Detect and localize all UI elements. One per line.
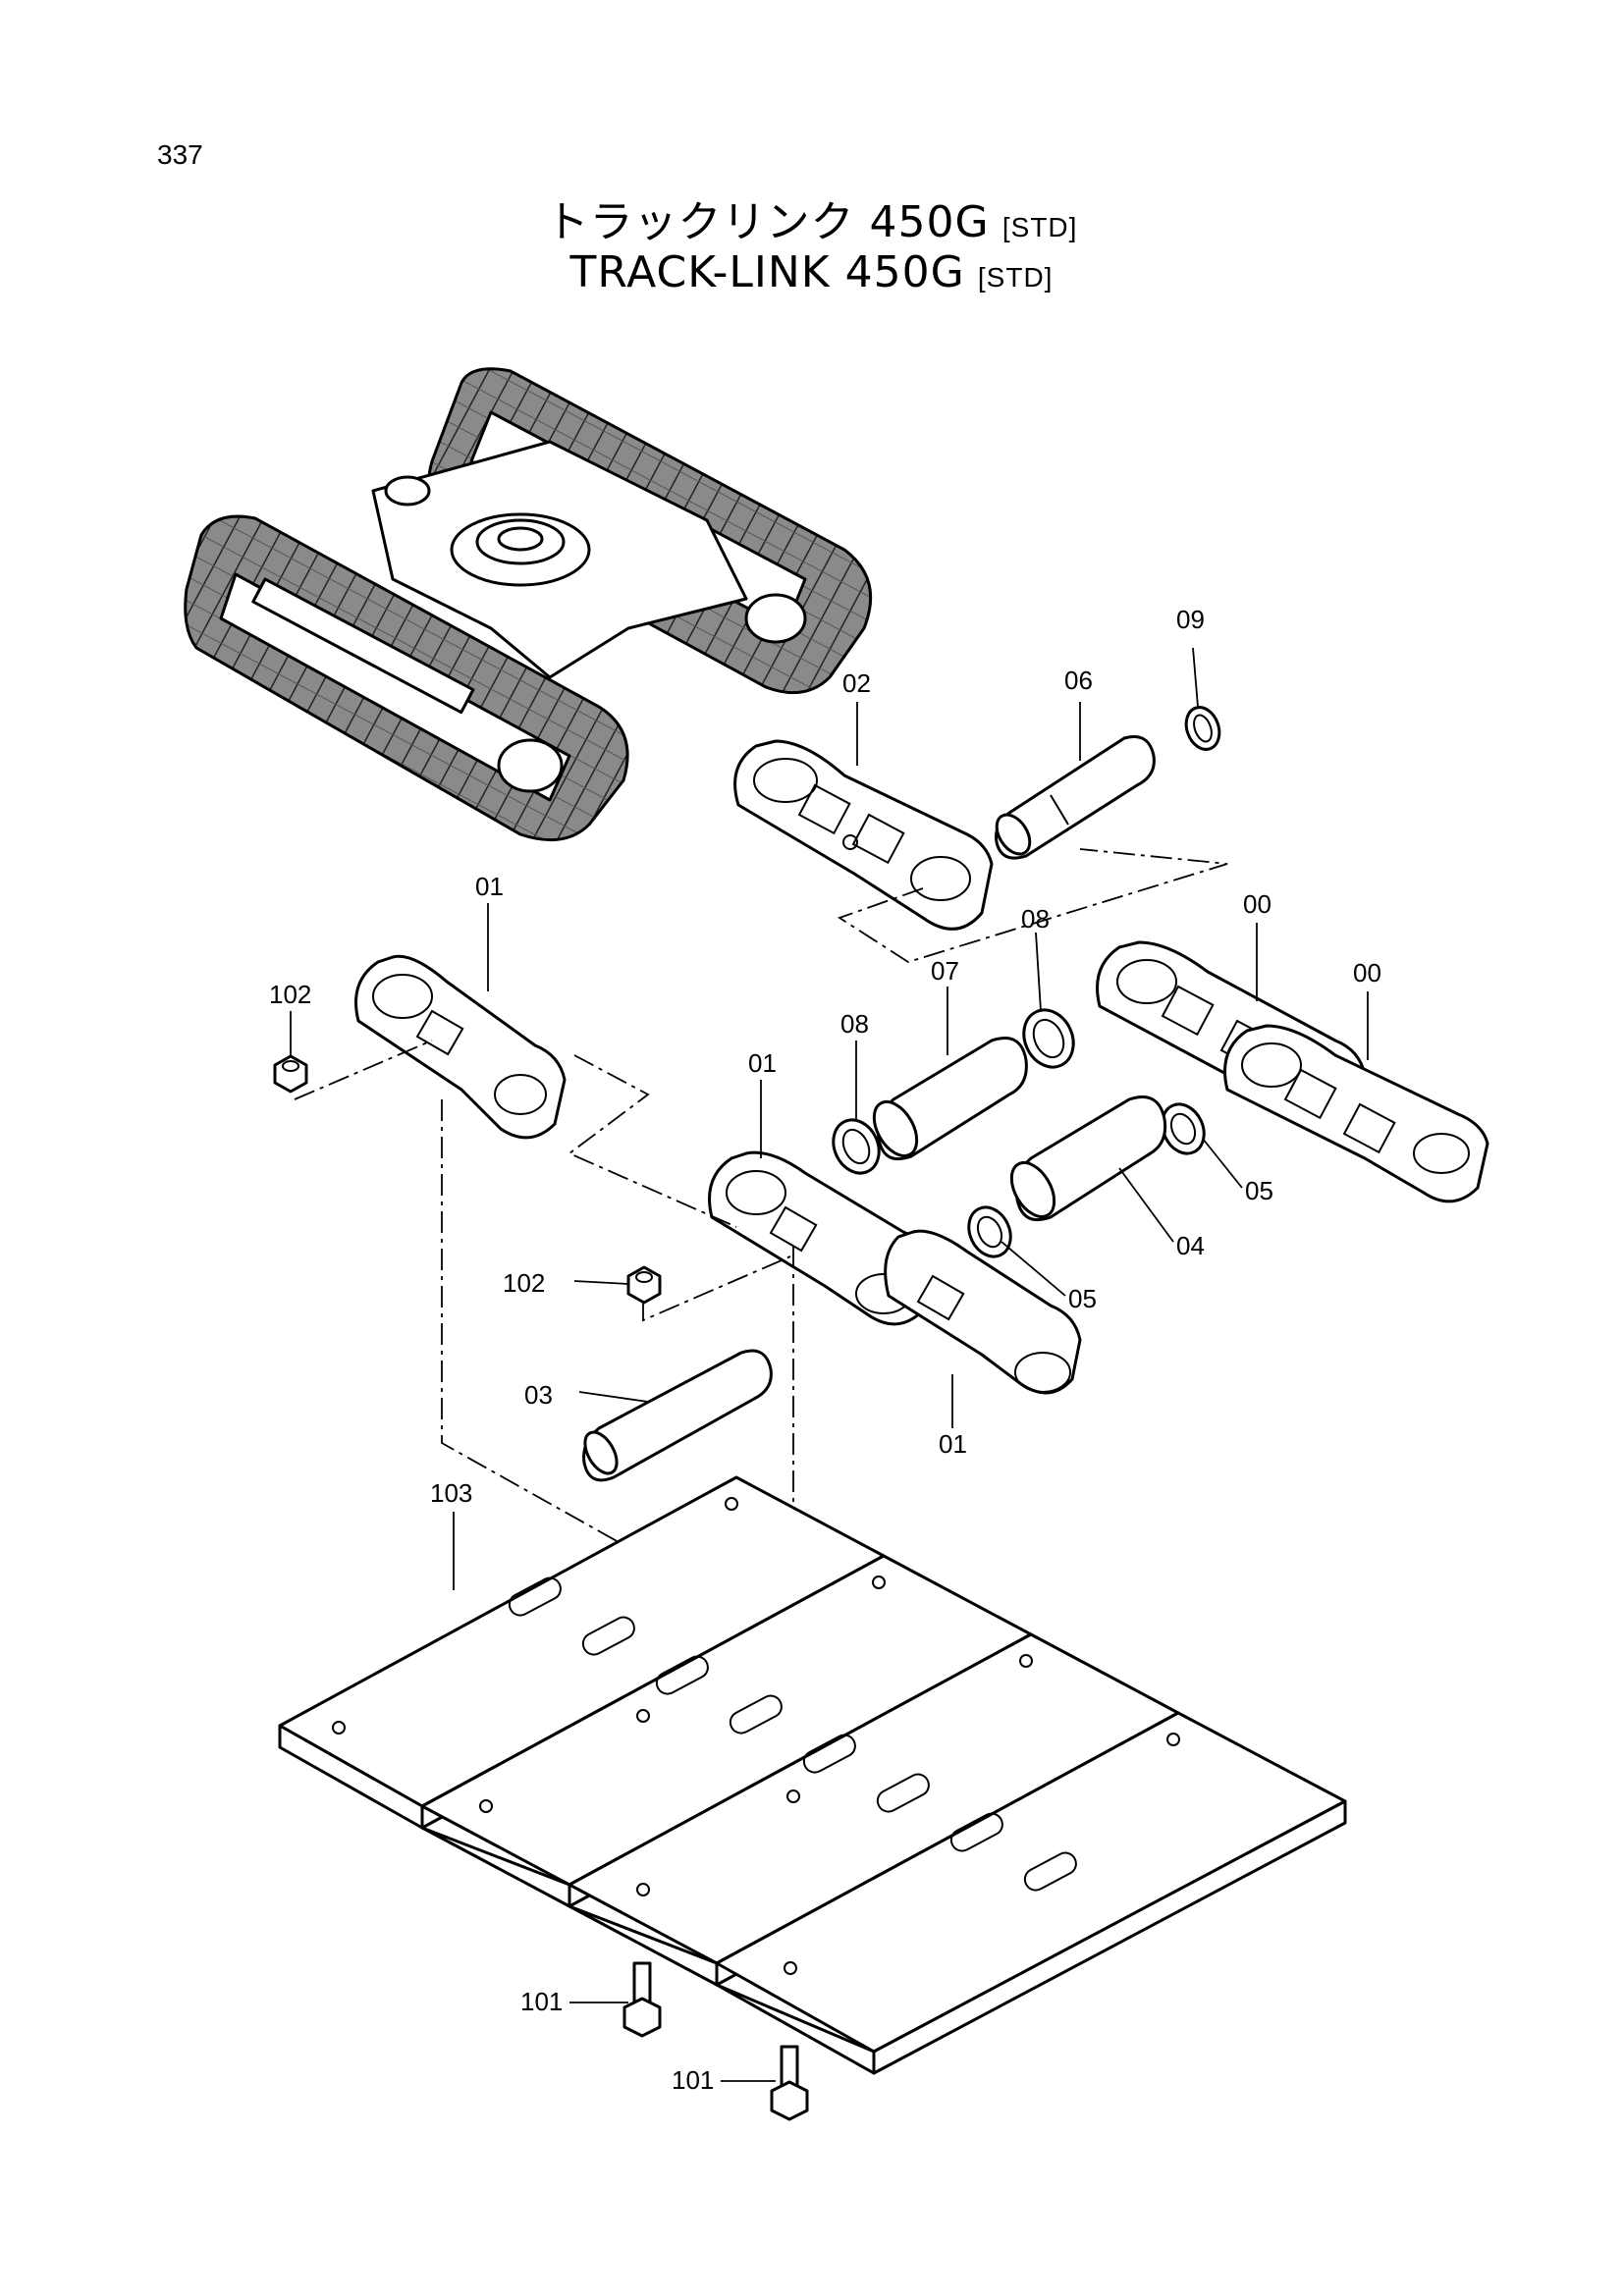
callout-02: 02 (842, 668, 871, 698)
part-01-link-lower (884, 1229, 1082, 1395)
callout-101-upper: 101 (520, 1987, 563, 2016)
part-103-track-shoe-4 (715, 1711, 1347, 2075)
part-05-seal-lower (967, 1205, 1012, 1258)
title-english-main: TRACK-LINK 450G (569, 247, 965, 297)
callout-102-left: 102 (269, 980, 311, 1009)
part-101-bolt-lower (770, 2045, 809, 2121)
callout-05-upper: 05 (1245, 1176, 1273, 1205)
callout-01-lower: 01 (939, 1429, 967, 1459)
track-shoe-slots (332, 1497, 1180, 1975)
leader-lines (290, 647, 1369, 2082)
callout-07: 07 (931, 956, 959, 986)
callout-103: 103 (430, 1478, 472, 1508)
callout-08-upper: 08 (1021, 904, 1050, 934)
callout-06: 06 (1064, 666, 1093, 695)
callout-04: 04 (1176, 1231, 1205, 1260)
callout-00-left: 00 (1243, 889, 1271, 919)
callout-03: 03 (524, 1380, 553, 1410)
callout-01-center: 01 (748, 1048, 777, 1078)
part-08-seal-upper (1022, 1008, 1075, 1069)
part-00-link-assembly-right (1223, 1024, 1489, 1203)
undercarriage-overview (184, 367, 873, 842)
part-06-pin-upper (995, 735, 1156, 860)
part-02-link-upper (733, 739, 994, 931)
title-japanese-main: トラックリンク 450G (545, 197, 990, 247)
part-05-seal-upper (1161, 1102, 1206, 1155)
callout-101-lower: 101 (672, 2065, 714, 2095)
page-number: 337 (157, 139, 203, 170)
part-01-link-upper-left (354, 954, 567, 1140)
title-japanese: トラックリンク 450G [STD] (0, 187, 1623, 249)
callout-labels: 09 06 02 01 102 00 00 08 07 08 01 05 04 … (269, 605, 1381, 2095)
part-04-bushing (1009, 1095, 1167, 1222)
part-102-nut-left (273, 1054, 308, 1094)
part-03-pin-lower (582, 1349, 773, 1482)
part-08-seal-lower (832, 1118, 881, 1175)
callout-09: 09 (1176, 605, 1205, 634)
callout-08-lower: 08 (840, 1009, 869, 1039)
title-english: TRACK-LINK 450G [STD] (0, 247, 1623, 297)
title-japanese-suffix: [STD] (1001, 212, 1078, 242)
callout-01-upper-left: 01 (475, 872, 504, 901)
callout-102-center: 102 (503, 1268, 545, 1298)
part-101-bolt-upper (622, 1961, 662, 2038)
callout-00-right: 00 (1353, 958, 1381, 988)
part-102-nut-center (626, 1265, 662, 1305)
title-english-suffix: [STD] (977, 262, 1054, 293)
part-09-snap-ring (1184, 706, 1221, 751)
part-07-bushing (872, 1037, 1028, 1161)
callout-05-lower: 05 (1068, 1284, 1097, 1313)
